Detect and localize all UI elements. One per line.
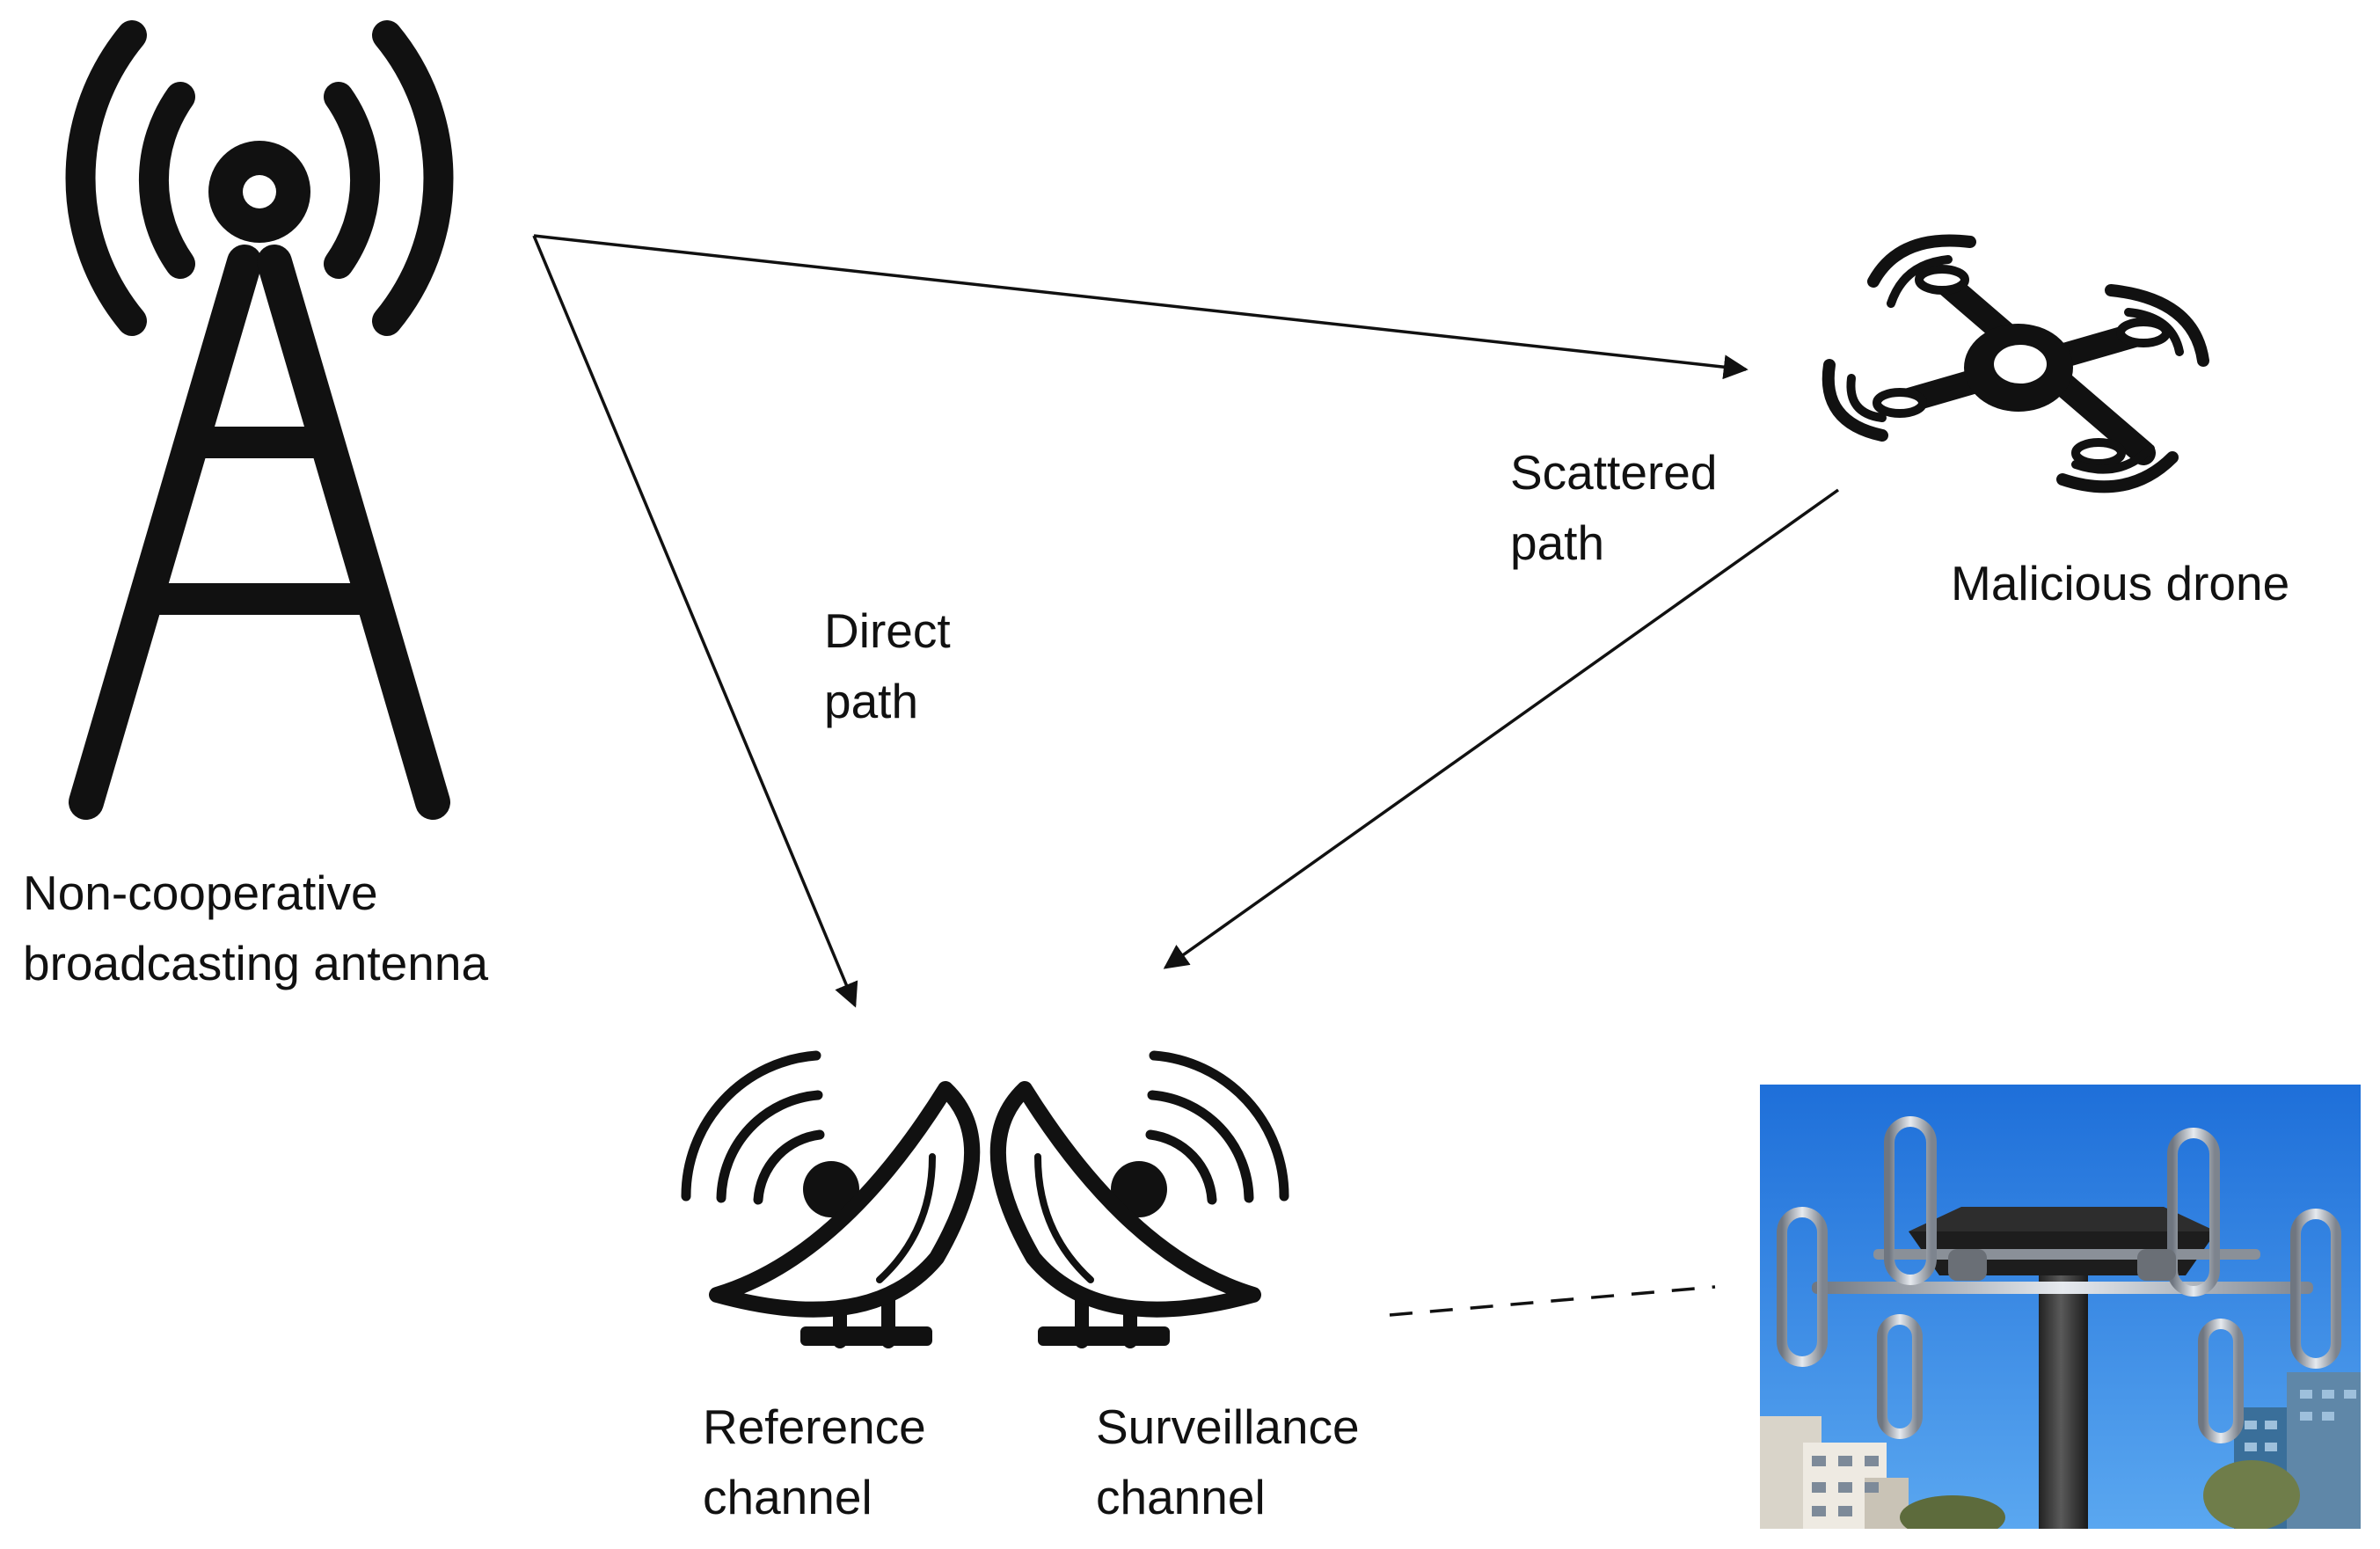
tower-crossbar-top — [204, 427, 317, 458]
arrow-direct-path — [532, 235, 858, 1008]
drone-label: Malicious drone — [1951, 556, 2290, 610]
tower-crossbar-bottom — [157, 583, 364, 615]
signal-arrows — [532, 234, 1840, 1317]
antenna-array-photo — [1760, 1085, 2361, 1529]
direct-path-label: Direct path — [824, 603, 951, 728]
wave-arc-left-inner — [138, 82, 195, 279]
reference-dish-icon — [681, 1050, 981, 1348]
tower-leg-right — [257, 245, 450, 820]
broadcast-tower-icon — [65, 20, 454, 820]
wave-arc-right-outer — [372, 20, 454, 336]
transmitter-label: Non-cooperative broadcasting antenna — [23, 866, 489, 990]
arrow-scattered-path — [1163, 488, 1840, 969]
wave-arc-right-inner — [324, 82, 381, 279]
dashed-link-to-photo — [1389, 1285, 1716, 1317]
surveillance-channel-label: Surveillance channel — [1096, 1399, 1360, 1524]
wave-arc-left-outer — [65, 20, 147, 336]
surveillance-dish-icon — [989, 1050, 1289, 1348]
drone-icon — [1822, 234, 2209, 493]
arrow-tx-to-drone — [533, 234, 1748, 380]
scattered-path-label: Scattered path — [1510, 445, 1718, 570]
tower-leg-left — [69, 245, 262, 820]
reference-channel-label: Reference channel — [703, 1399, 926, 1524]
